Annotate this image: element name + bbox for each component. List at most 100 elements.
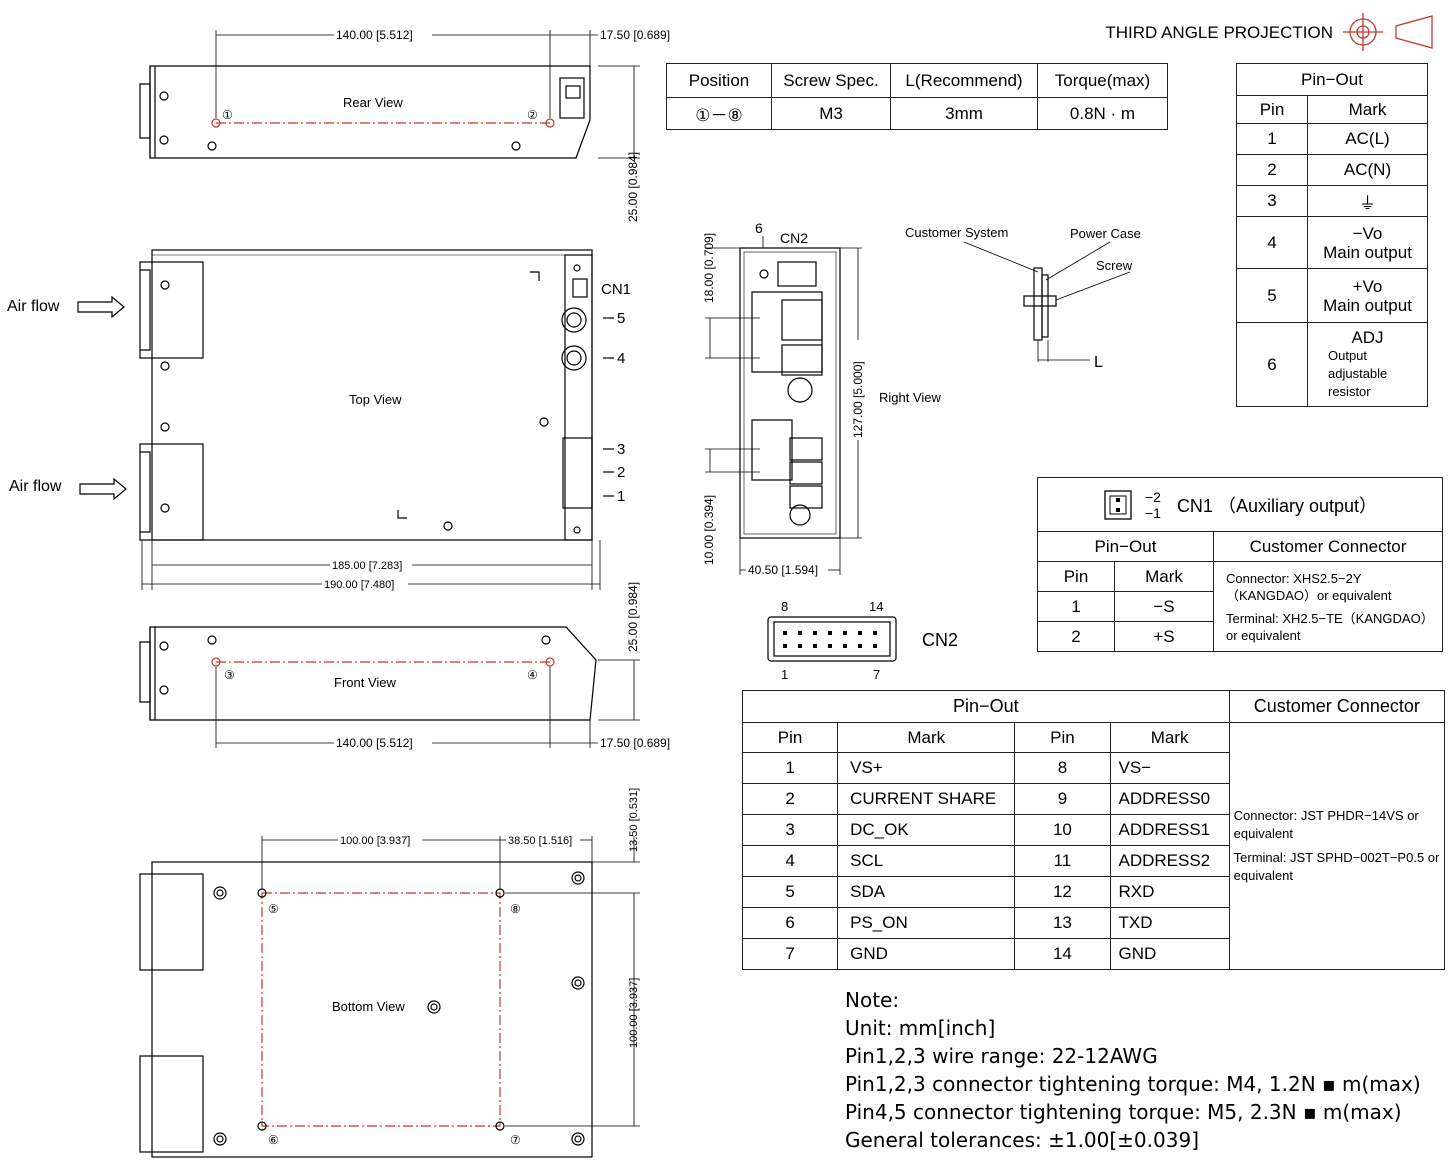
table-cell-mark: GND [1109,938,1230,970]
table-cell-pin: 2 [1037,621,1115,652]
main-pinout-header: Mark [1307,95,1428,124]
rear-view-label: Rear View [343,95,403,110]
screw-detail-screw-label: Screw [1096,258,1133,273]
table-cell-mark: SCL [837,845,1016,877]
rear-width-dim: 140.00 [5.512] [336,28,413,42]
right-width-dim: 40.50 [1.594] [748,563,818,577]
table-cell-pin: 4 [1236,216,1308,269]
front-view [139,626,640,748]
cn2-table: Pin−Out Customer Connector Pin Mark Pin … [741,690,1446,970]
cn2-connector-info: Connector: JST PHDR−14VS or equivalent T… [1228,722,1446,970]
screw-detail-customer-label: Customer System [905,225,1008,240]
terminal-mark-3: 3 [617,441,625,458]
rear-height-dim: 25.00 [0.984] [626,152,640,222]
projection-symbol-icon [1343,13,1433,51]
cn2-header: Mark [837,722,1016,753]
hole-mark-2: ② [527,108,538,122]
table-cell-pin: 2 [741,783,839,815]
front-offset-dim: 17.50 [0.689] [600,736,670,750]
bottom-view-label: Bottom View [332,999,405,1014]
note-line: General tolerances: ±1.00[±0.039] [845,1128,1199,1152]
table-cell-mark: AC(N) [1307,154,1428,186]
screw-table-cell: 0.8N · m [1037,97,1168,130]
cn2-header: Mark [1109,722,1230,753]
note-line: Unit: mm[inch] [845,1016,996,1040]
note-line: Pin4,5 connector tightening torque: M5, … [845,1100,1402,1124]
table-cell-pin: 12 [1014,876,1111,908]
table-cell-pin: 1 [1037,591,1115,622]
table-cell-pin: 7 [741,938,839,970]
cn2-top-pin-mark: 6 [755,220,763,236]
hole-mark-6: ⑥ [268,1133,279,1147]
table-cell-mark: SDA [837,876,1016,908]
terminal-mark-4: 4 [617,350,625,367]
bottom-w1-dim: 100.00 [3.937] [340,835,410,847]
screw-detail-case-label: Power Case [1070,226,1141,241]
notes: Note: Unit: mm[inch] Pin1,2,3 wire range… [845,986,1421,1154]
cn1-title-cell: −2 −1 CN1 （Auxiliary output） [1037,477,1443,532]
cn1-terminal-text: Terminal: XH2.5−TE（KANGDAO）or equivalent [1226,610,1434,643]
screw-table-cell: ①－⑧ [666,97,772,130]
cn2-header: Pin [741,722,839,753]
note-line: Pin1,2,3 wire range: 22-12AWG [845,1044,1158,1068]
cn2-pin-1-label: 1 [781,667,788,682]
screw-table-cell: 3mm [890,97,1038,130]
table-cell-mark: VS− [1109,752,1230,784]
cn1-header: Pin [1037,561,1115,592]
cn2-header: Pin [1014,722,1111,753]
screw-table-cell: M3 [771,97,891,130]
hole-mark-4: ④ [527,668,538,682]
cn1-table: −2 −1 CN1 （Auxiliary output） Pin−Out Cus… [1037,477,1443,652]
mark-main: −Vo [1352,223,1383,243]
top-inner-dim: 185.00 [7.283] [332,560,402,572]
rear-view [139,30,640,159]
table-cell-pin: 6 [741,907,839,939]
bottom-height-dim: 100.00 [3.937] [628,978,640,1048]
hole-mark-5: ⑤ [268,902,279,916]
mark-sub: Output adjustable resistor [1328,347,1388,399]
front-view-label: Front View [334,675,397,690]
hole-mark-8: ⑧ [510,902,521,916]
table-cell-pin: 6 [1236,322,1308,407]
front-width-dim: 140.00 [5.512] [336,736,413,750]
screw-detail [963,241,1131,362]
table-cell-mark: RXD [1109,876,1230,908]
cn2-label-right-view: CN2 [780,230,808,246]
cn2-pinout-title: Pin−Out [742,690,1230,723]
table-cell-pin: 5 [1236,268,1308,323]
bottom-w2-dim: 38.50 [1.516] [508,835,572,847]
rear-offset-dim: 17.50 [0.689] [600,28,670,42]
table-cell-pin: 4 [741,845,839,877]
table-cell-pin: 10 [1014,814,1111,846]
mark-main: ADJ [1351,327,1384,347]
top-view [77,249,614,590]
right-view [705,236,862,575]
mark-main: +Vo [1352,276,1383,296]
cn1-label: CN1 [601,281,631,298]
cn1-pin-label: −2 [1144,488,1161,505]
cn1-pin-label: −1 [1144,504,1161,521]
cn2-header-drawing [767,616,897,662]
screw-table-header: Torque(max) [1037,63,1168,98]
screw-table-header: L(Recommend) [890,63,1038,98]
cn1-header: Mark [1114,561,1214,592]
table-cell-mark: ADDRESS1 [1109,814,1230,846]
cn2-pin-7-label: 7 [873,667,880,682]
table-cell-mark: VS+ [837,752,1016,784]
table-cell-mark: −S [1114,591,1214,622]
table-cell-mark: ADDRESS0 [1109,783,1230,815]
hole-mark-7: ⑦ [510,1133,521,1147]
screw-table-header: Position [666,63,772,98]
cn1-connector-title: Customer Connector [1213,531,1443,562]
mark-sub: Main output [1323,242,1412,262]
terminal-mark-1: 1 [617,488,625,505]
hole-mark-1: ① [222,108,233,122]
note-line: Pin1,2,3 connector tightening torque: M4… [845,1072,1421,1096]
table-cell-pin: 13 [1014,907,1111,939]
airflow-label-2: Air flow [9,478,62,495]
terminal-mark-5: 5 [617,310,625,327]
table-cell-mark: GND [837,938,1016,970]
screw-table: Position Screw Spec. L(Recommend) Torque… [666,63,1168,130]
table-cell-pin: 2 [1236,154,1308,186]
